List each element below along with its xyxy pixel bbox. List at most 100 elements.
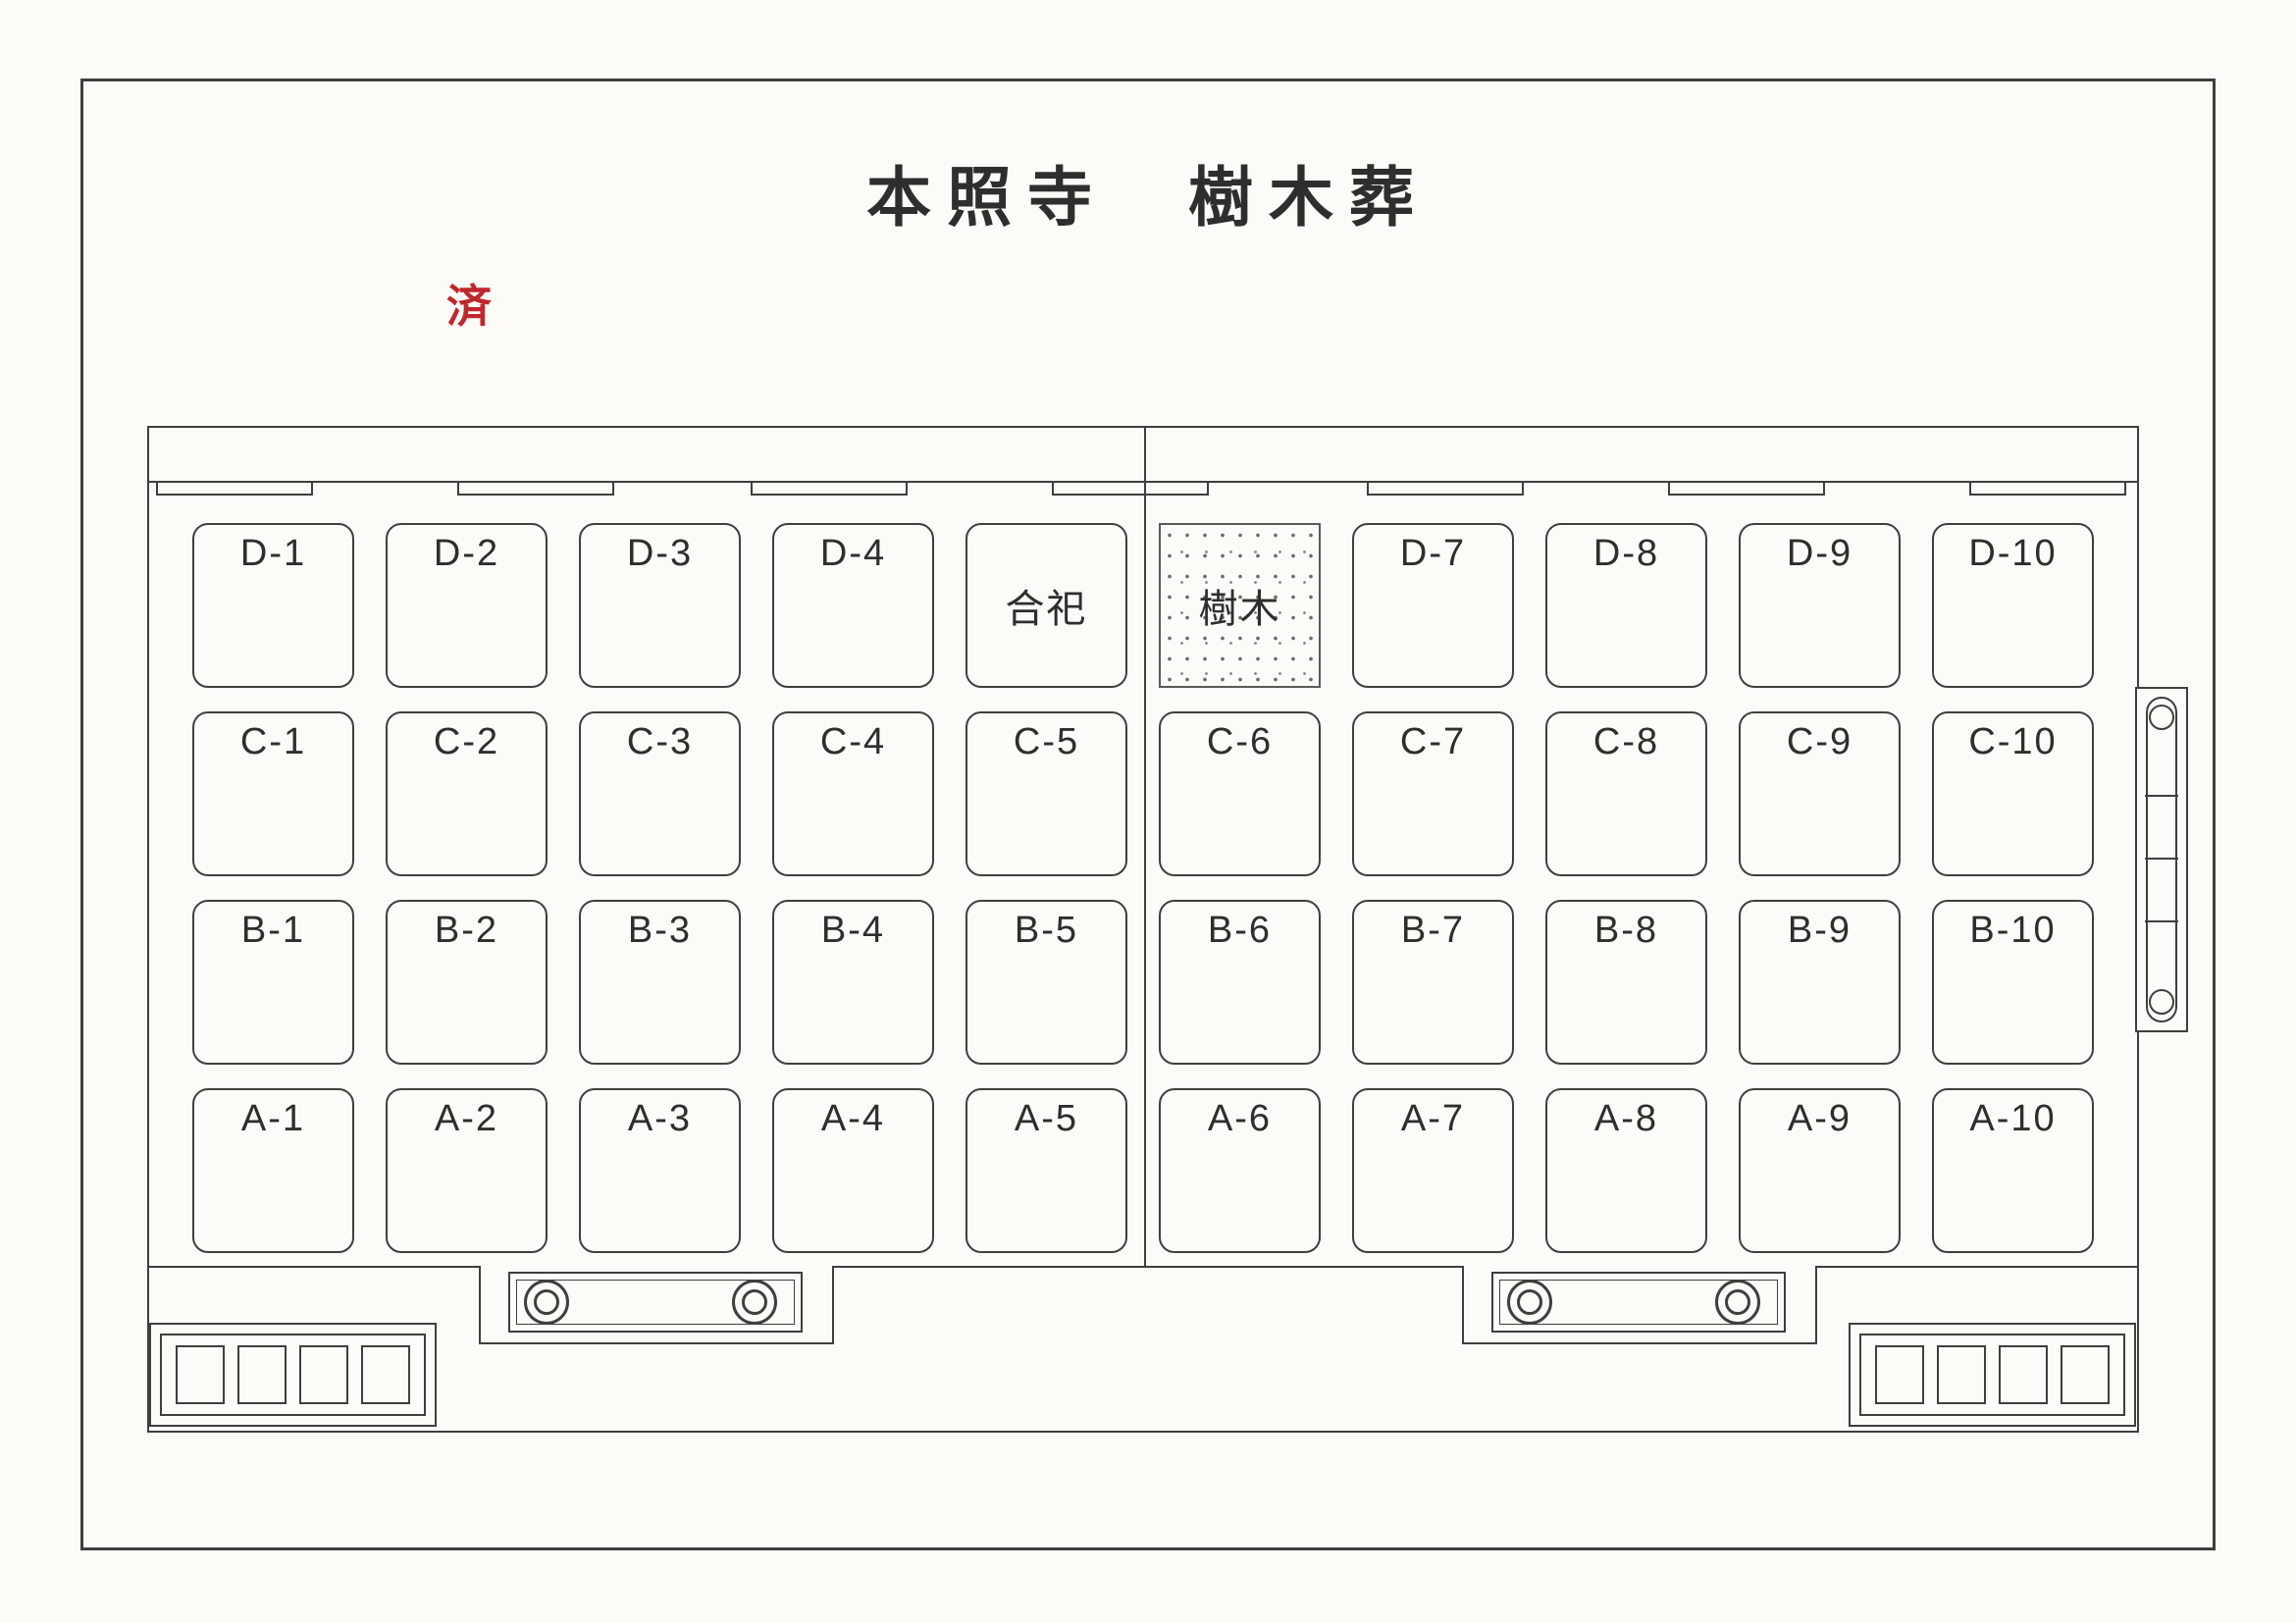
- plot-cell-A-2: A-2: [386, 1088, 548, 1253]
- plot-label: D-8: [1592, 533, 1660, 574]
- planter-cell: [299, 1345, 348, 1404]
- plot-cell-D-3: D-3: [579, 523, 741, 688]
- plot-cell-B-4: B-4: [772, 900, 934, 1065]
- plot-label: B-2: [434, 910, 499, 951]
- plot-cell-A-6: A-6: [1159, 1088, 1321, 1253]
- plot-cell-C-7: C-7: [1352, 711, 1514, 876]
- ring-finial: [1507, 1280, 1552, 1325]
- gate-bar-inner: [516, 1280, 795, 1325]
- plot-label: C-9: [1786, 721, 1853, 762]
- planter-right: [1849, 1323, 2136, 1427]
- gate-bar-left: [508, 1272, 803, 1333]
- ring-finial: [524, 1280, 569, 1325]
- side-gate-capsule: [2146, 697, 2177, 1022]
- plot-cell-C-4: C-4: [772, 711, 934, 876]
- center-divider: [1144, 428, 1146, 1266]
- wall-notch: [1052, 483, 1209, 496]
- wall-notch: [156, 483, 313, 496]
- plot-label: A-5: [1014, 1098, 1079, 1139]
- plot-label: A-8: [1593, 1098, 1659, 1139]
- side-gate-rung: [2145, 795, 2178, 797]
- plot-label: B-9: [1787, 910, 1852, 951]
- planter-cell: [1875, 1345, 1924, 1404]
- plot-cell-B-3: B-3: [579, 900, 741, 1065]
- planter-cell: [237, 1345, 287, 1404]
- wall-notch: [1668, 483, 1825, 496]
- plot-label: 合祀: [1005, 587, 1088, 632]
- plot-label: B-7: [1400, 910, 1466, 951]
- plot-label: D-7: [1399, 533, 1467, 574]
- ring-finial: [1715, 1280, 1760, 1325]
- plot-cell-D-1: D-1: [192, 523, 354, 688]
- plot-label: C-3: [626, 721, 694, 762]
- plot-cell-A-10: A-10: [1932, 1088, 2094, 1253]
- wall-notch: [457, 483, 614, 496]
- plot-label: C-7: [1399, 721, 1467, 762]
- plot-cell-D-8: D-8: [1545, 523, 1707, 688]
- gate-bar-right: [1491, 1272, 1786, 1333]
- planter-left: [149, 1323, 437, 1427]
- plot-label: A-9: [1787, 1098, 1852, 1139]
- plot-label: A-4: [820, 1098, 886, 1139]
- plot-cell-D-4: D-4: [772, 523, 934, 688]
- plot-cell-B-9: B-9: [1739, 900, 1901, 1065]
- wall-notch: [1367, 483, 1524, 496]
- plot-label: B-3: [627, 910, 693, 951]
- plot-cell-B-10: B-10: [1932, 900, 2094, 1065]
- plot-cell-A-5: A-5: [965, 1088, 1127, 1253]
- plot-cell-D-7: D-7: [1352, 523, 1514, 688]
- bottom-wall: [149, 1266, 2137, 1268]
- plot-label: B-5: [1014, 910, 1079, 951]
- plot-label: D-4: [819, 533, 887, 574]
- plot-label: A-10: [1969, 1098, 2057, 1139]
- top-wall: [149, 428, 2137, 483]
- plot-cell-A-9: A-9: [1739, 1088, 1901, 1253]
- plot-cell-A-7: A-7: [1352, 1088, 1514, 1253]
- page-border: [80, 79, 2216, 1550]
- plot-label: B-1: [240, 910, 306, 951]
- side-gate-fixture: [2135, 687, 2188, 1032]
- plot-cell-C-6: C-6: [1159, 711, 1321, 876]
- plot-cell-B-6: B-6: [1159, 900, 1321, 1065]
- side-gate-pin-top: [2149, 705, 2174, 730]
- planter-cell: [361, 1345, 410, 1404]
- plot-label: B-8: [1593, 910, 1659, 951]
- plot-cell-C-9: C-9: [1739, 711, 1901, 876]
- plot-label: C-1: [239, 721, 307, 762]
- plot-cell-B-2: B-2: [386, 900, 548, 1065]
- plot-cell-合祀: 合祀: [965, 523, 1127, 688]
- plot-label: C-8: [1592, 721, 1660, 762]
- plot-label: A-3: [627, 1098, 693, 1139]
- side-gate-rung: [2145, 858, 2178, 860]
- plot-cell-D-2: D-2: [386, 523, 548, 688]
- plot-label: C-5: [1013, 721, 1080, 762]
- planter-cell: [1999, 1345, 2048, 1404]
- plot-cell-樹木: 樹木: [1159, 523, 1321, 688]
- plot-label: C-10: [1968, 721, 2058, 762]
- plot-label: A-7: [1400, 1098, 1466, 1139]
- planter-inner: [160, 1334, 426, 1416]
- plot-label: D-2: [433, 533, 500, 574]
- planter-cell: [2061, 1345, 2110, 1404]
- plot-cell-A-8: A-8: [1545, 1088, 1707, 1253]
- plot-label: D-3: [626, 533, 694, 574]
- plot-label: C-4: [819, 721, 887, 762]
- plot-label: 樹木: [1198, 587, 1281, 632]
- plot-cell-C-10: C-10: [1932, 711, 2094, 876]
- plot-cell-A-3: A-3: [579, 1088, 741, 1253]
- side-gate-rung: [2145, 920, 2178, 922]
- gate-bar-inner: [1499, 1280, 1778, 1325]
- page-title: 本照寺 樹木葬: [866, 160, 1430, 236]
- plot-label: D-10: [1968, 533, 2058, 574]
- planter-inner: [1859, 1334, 2125, 1416]
- wall-notch: [751, 483, 908, 496]
- plot-cell-A-4: A-4: [772, 1088, 934, 1253]
- ring-finial: [732, 1280, 777, 1325]
- plot-label: A-6: [1207, 1098, 1273, 1139]
- plot-cell-D-10: D-10: [1932, 523, 2094, 688]
- plot-cell-D-9: D-9: [1739, 523, 1901, 688]
- plot-cell-B-8: B-8: [1545, 900, 1707, 1065]
